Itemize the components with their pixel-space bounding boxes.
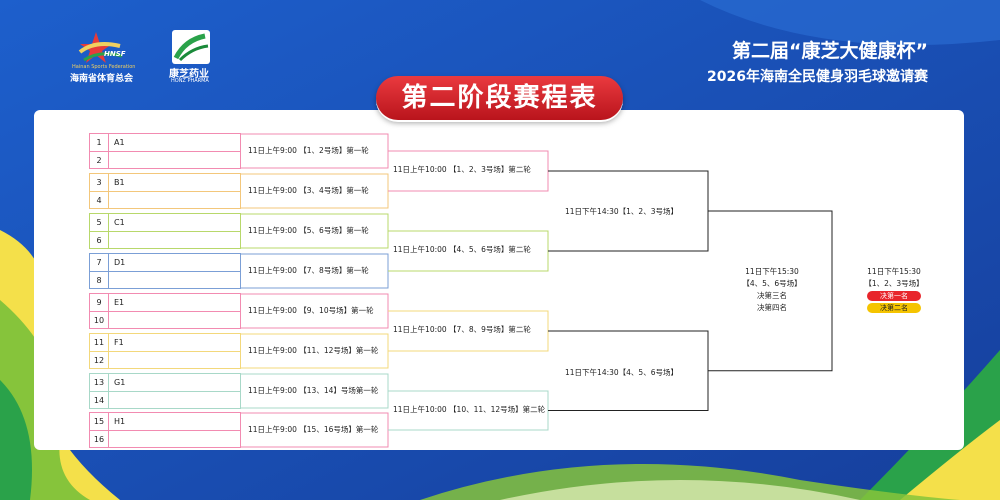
group-name: D1 xyxy=(114,258,126,267)
fourth-place-label: 决第四名 xyxy=(757,303,787,312)
seed-number: 3 xyxy=(90,174,109,191)
first-place-badge: 决第一名 xyxy=(867,291,921,301)
event-title: 第二届“康芝大健康杯” xyxy=(732,40,928,62)
seed-box: 13 G1 14 xyxy=(89,373,241,409)
seed-box: 7 D1 8 xyxy=(89,253,241,289)
second-place-badge: 决第二名 xyxy=(867,303,921,313)
round1-match-label: 11日上午9:00 【11、12号场】第一轮 xyxy=(248,346,379,355)
round1-match-label: 11日上午9:00 【9、10号场】第一轮 xyxy=(248,306,374,315)
seed-number: 11 xyxy=(90,334,109,351)
third-place-court: 【4、5、6号场】 xyxy=(742,279,802,288)
seed-number: 15 xyxy=(90,413,109,430)
honz-logo-icon xyxy=(172,30,210,64)
round1-match-label: 11日上午9:00 【7、8号场】第一轮 xyxy=(248,266,369,275)
event-subtitle: 2026年海南全民健身羽毛球邀请赛 xyxy=(707,69,928,85)
logo1-subtitle: Hainan Sports Federation xyxy=(72,64,136,70)
third-place-info: 11日下午15:30 【4、5、6号场】 决第三名 决第四名 xyxy=(733,266,811,314)
group-name: G1 xyxy=(114,378,126,387)
seed-number: 14 xyxy=(90,392,109,409)
round2-match-label: 11日上午10:00 【1、2、3号场】第二轮 xyxy=(393,165,531,174)
logo2-name: 康芝药业 xyxy=(169,69,209,80)
final-info: 11日下午15:30 【1、2、3号场】 xyxy=(862,266,926,290)
logo1-mark: HNSF xyxy=(104,50,126,58)
round1-match-label: 11日上午9:00 【3、4号场】第一轮 xyxy=(248,186,369,195)
third-place-label: 决第三名 xyxy=(757,291,787,300)
seed-number: 16 xyxy=(90,431,109,448)
round2-match-label: 11日上午10:00 【7、8、9号场】第二轮 xyxy=(393,325,531,334)
group-name: F1 xyxy=(114,338,124,347)
final-time: 11日下午15:30 xyxy=(867,267,921,276)
seed-number: 8 xyxy=(90,272,109,289)
seed-box: 15 H1 16 xyxy=(89,412,241,448)
round3-match-label: 11日下午14:30【1、2、3号场】 xyxy=(565,207,678,216)
seed-box: 3 B1 4 xyxy=(89,173,241,209)
round1-match-label: 11日上午9:00 【1、2号场】第一轮 xyxy=(248,146,369,155)
group-name: E1 xyxy=(114,298,125,307)
group-name: H1 xyxy=(114,417,126,426)
round2-match-label: 11日上午10:00 【10、11、12号场】第二轮 xyxy=(393,405,546,414)
seed-number: 5 xyxy=(90,214,109,231)
round2-match-label: 11日上午10:00 【4、5、6号场】第二轮 xyxy=(393,245,531,254)
seed-number: 2 xyxy=(90,152,109,169)
seed-box: 9 E1 10 xyxy=(89,293,241,329)
logo2-subtitle: HONZ PHARMA xyxy=(171,78,209,84)
seed-number: 13 xyxy=(90,374,109,391)
seed-number: 1 xyxy=(90,134,109,151)
round1-match-label: 11日上午9:00 【5、6号场】第一轮 xyxy=(248,226,369,235)
seed-number: 7 xyxy=(90,254,109,271)
stage-title: 第二阶段赛程表 xyxy=(376,76,623,120)
group-name: B1 xyxy=(114,178,125,187)
third-place-time: 11日下午15:30 xyxy=(745,267,799,276)
seed-number: 10 xyxy=(90,312,109,329)
round1-match-label: 11日上午9:00 【15、16号场】第一轮 xyxy=(248,425,379,434)
round1-match-label: 11日上午9:00 【13、14】号场第一轮 xyxy=(248,386,379,395)
logo1-name: 海南省体育总会 xyxy=(70,74,134,84)
seed-number: 6 xyxy=(90,232,109,249)
group-name: C1 xyxy=(114,218,125,227)
round3-match-label: 11日下午14:30【4、5、6号场】 xyxy=(565,368,678,377)
group-name: A1 xyxy=(114,138,125,147)
hnsf-logo-icon xyxy=(78,32,123,63)
seed-number: 9 xyxy=(90,294,109,311)
seed-box: 11 F1 12 xyxy=(89,333,241,369)
seed-box: 1 A1 2 xyxy=(89,133,241,169)
seed-box: 5 C1 6 xyxy=(89,213,241,249)
final-court: 【1、2、3号场】 xyxy=(864,279,924,288)
seed-number: 4 xyxy=(90,192,109,209)
seed-number: 12 xyxy=(90,352,109,369)
